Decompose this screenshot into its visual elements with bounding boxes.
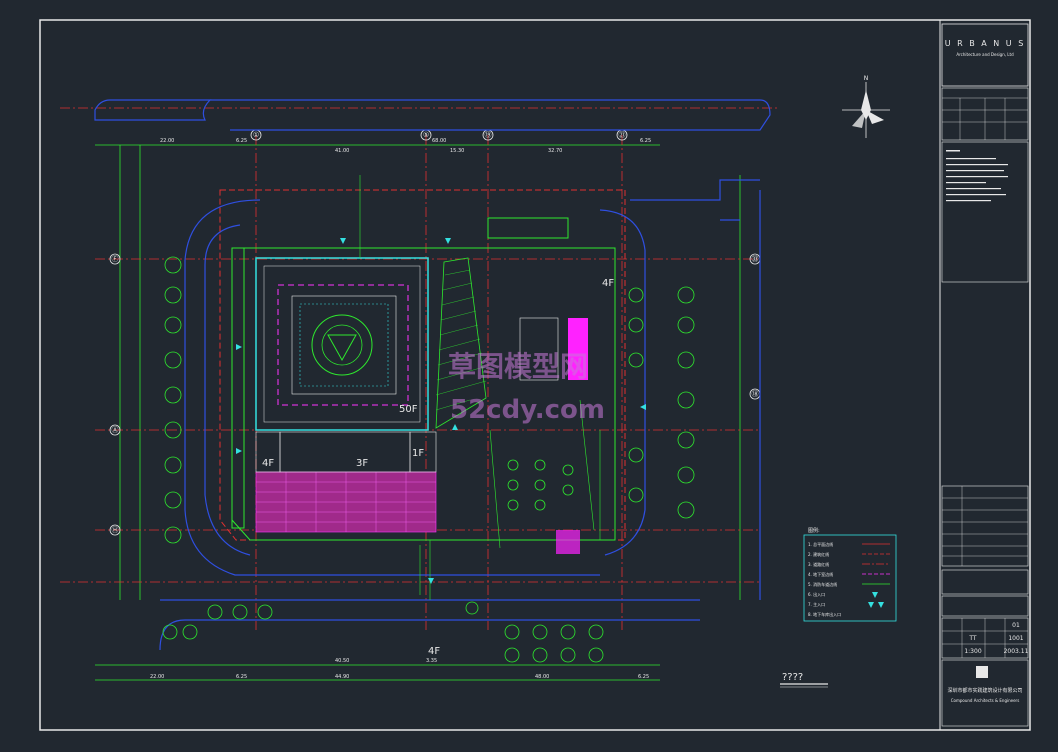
legend-item-7: 7. 主入口	[808, 601, 825, 607]
dim-top-5: 15.30	[450, 148, 464, 154]
tower-50f: 50F	[255, 257, 429, 431]
dim-top-7: 6.25	[640, 138, 651, 144]
trees	[162, 256, 695, 663]
building-footprint	[231, 217, 616, 541]
legend-item-4: 4. 地下室边线	[808, 571, 833, 577]
firm-name-cn: 深圳市都市实践建筑设计有限公司	[947, 687, 1022, 694]
legend-item-1: 1. 总平面边线	[808, 541, 833, 547]
legend-box: 图例: 1. 总平面边线 2. 建筑红线 3. 道路红线 4. 地下室边线 5.…	[803, 527, 897, 622]
dim-top-4: 68.00	[432, 138, 446, 144]
dim-bottom-4: 48.00	[535, 674, 549, 680]
firm-stamp	[976, 666, 988, 678]
firm-subtitle: Architecture and Design, Ltd	[956, 52, 1014, 57]
north-label: N	[864, 75, 869, 82]
legend-item-2: 2. 建筑红线	[808, 551, 829, 557]
legend-item-6: 6. 出入口	[808, 591, 825, 597]
floor-label-4f-b: 4F	[602, 278, 614, 289]
hatched-wedge	[435, 257, 487, 429]
dim-top-1: 22.00	[160, 138, 174, 144]
dim-bottom-5: 6.25	[638, 674, 649, 680]
axis-label-19: ⑲	[485, 131, 492, 139]
dim-bottom-7: 6.25	[236, 674, 247, 680]
title-block: U R B A N U S Architecture and Design, L…	[939, 19, 1031, 731]
north-arrow: N	[842, 75, 890, 138]
axis-label-a-left: Ⓐ	[112, 426, 119, 434]
dim-bottom-1: 40.50	[335, 658, 349, 664]
firm-logo: U R B A N U S	[945, 39, 1026, 48]
road-edges	[94, 99, 771, 651]
watermark: 草图模型网 52cdy.com	[448, 350, 605, 425]
dim-bottom-2: 3.35	[426, 658, 437, 664]
watermark-cn: 草图模型网	[448, 350, 588, 383]
scale-value: 1:300	[964, 648, 981, 655]
firm-name-en: Compound Architects & Engineers	[951, 698, 1020, 703]
dim-top-6: 32.70	[548, 148, 562, 154]
drawing-code: TT	[968, 635, 977, 642]
magenta-roof-grid	[255, 318, 588, 554]
site-lines	[359, 175, 601, 600]
dimension-texts: 22.00 6.25 41.00 68.00 15.30 32.70 6.25 …	[150, 138, 651, 680]
legend-title: 图例:	[808, 527, 820, 534]
floor-label-4f-a: 4F	[262, 458, 274, 469]
low-rise-blocks: 4F 3F 1F 4F 4F	[255, 278, 614, 657]
drawing-title-placeholder: ????	[780, 672, 828, 688]
axis-label-18: ⑱	[752, 390, 759, 398]
axis-label-5: ⑤	[423, 131, 429, 139]
axis-label-h-left: Ⓗ	[112, 526, 119, 534]
question-label: ????	[782, 672, 803, 683]
rev-value: 01	[1012, 622, 1020, 629]
axis-label-33: ㉝	[752, 255, 759, 263]
floor-label-50f: 50F	[399, 404, 418, 415]
watermark-en: 52cdy.com	[450, 395, 605, 425]
axis-label-f-left: Ⓕ	[112, 255, 119, 263]
date-value: 2003.11	[1004, 648, 1029, 655]
axis-label-1: ①	[253, 131, 259, 139]
floor-label-3f: 3F	[356, 458, 368, 469]
axis-label-21: ㉑	[619, 131, 626, 139]
floor-label-1f: 1F	[412, 448, 424, 459]
legend-item-3: 3. 道路红线	[808, 561, 829, 567]
dimension-lines	[95, 144, 741, 681]
sheet-number: 1001	[1008, 635, 1023, 642]
legend-item-5: 5. 消防车道边线	[808, 581, 837, 587]
legend-item-8: 8. 地下车库出入口	[808, 611, 841, 617]
dim-top-2: 6.25	[236, 138, 247, 144]
dim-bottom-6: 22.00	[150, 674, 164, 680]
floor-label-4f-c: 4F	[428, 646, 440, 657]
entrance-markers	[236, 238, 646, 584]
dim-top-3: 41.00	[335, 148, 349, 154]
dim-bottom-3: 44.90	[335, 674, 349, 680]
